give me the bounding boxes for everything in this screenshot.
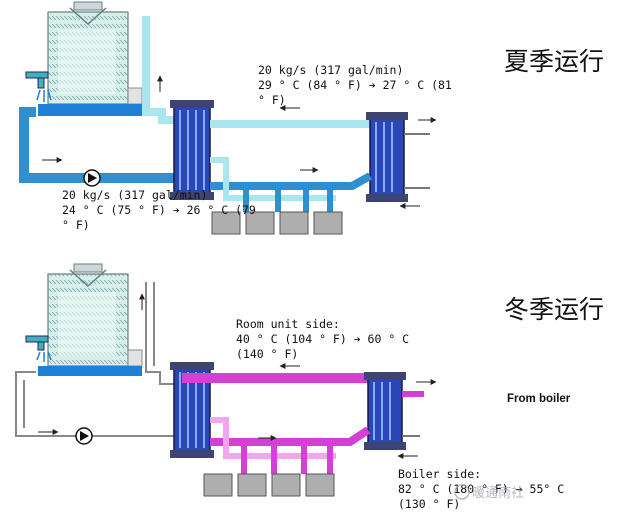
winter-diagram: 冬季运行 Room unit side: 40 ° C (104 ° F) ➔ …	[15, 263, 604, 511]
summer-diagram: 夏季运行 20 kg/s (317 gal/min) 29 ° C (84 ° …	[19, 1, 604, 235]
winter-title: 冬季运行	[504, 295, 604, 324]
flow-left-line3: ° F)	[62, 218, 90, 232]
flow-arrows-summer	[42, 75, 437, 209]
boiler-side-line1: Boiler side:	[398, 467, 481, 481]
pipe-unit-drops-winter	[241, 442, 333, 474]
pump-icon-winter	[75, 427, 93, 445]
from-boiler-label: From boiler	[507, 393, 571, 405]
room-units-winter	[203, 473, 335, 497]
basin-water-winter	[38, 366, 142, 376]
faucet-icon-winter	[25, 335, 52, 362]
pipe-light-pink-lower	[210, 417, 336, 459]
pipe-light-blue-supply	[142, 16, 180, 124]
pipe-pink-lower	[210, 426, 371, 446]
pipe-blue-lower	[210, 172, 372, 190]
cooling-tower-summer	[47, 1, 143, 105]
heat-exchanger-summer-right	[366, 112, 408, 202]
boiler-side-line2: 82 ° C (180 ° F) ➔ 55° C	[398, 482, 564, 496]
flow-arrows-winter	[38, 293, 437, 459]
room-unit-line3: (140 ° F)	[236, 347, 298, 361]
pump-icon-summer	[83, 169, 101, 187]
basin-water-summer	[38, 104, 142, 116]
room-unit-line2: 40 ° C (104 ° F) ➔ 60 ° C	[236, 332, 409, 346]
room-units-summer	[211, 211, 343, 235]
flow-right-line2: 29 ° C (84 ° F) ➔ 27 ° C (81	[258, 78, 452, 92]
boiler-side-line3: (130 ° F)	[398, 497, 460, 511]
heat-exchanger-winter-right	[364, 372, 406, 450]
faucet-icon	[25, 71, 52, 102]
watermark-text: 暖通南社	[472, 485, 524, 501]
watermark: 暖通南社	[454, 484, 524, 501]
pipe-light-blue-lower	[210, 157, 336, 201]
pipe-idle-supply	[145, 282, 176, 385]
flow-right-line3: ° F)	[258, 93, 286, 107]
heat-exchanger-summer-left	[170, 100, 214, 200]
flow-left-line1: 20 kg/s (317 gal/min)	[62, 188, 207, 202]
cooling-tower-winter	[47, 263, 143, 367]
flow-right-line1: 20 kg/s (317 gal/min)	[258, 63, 403, 77]
room-unit-line1: Room unit side:	[236, 317, 340, 331]
summer-title: 夏季运行	[504, 47, 604, 76]
pipe-unit-drops-summer	[243, 186, 333, 212]
flow-left-line2: 24 ° C (75 ° F) ➔ 26 ° C (79	[62, 203, 256, 217]
pipe-idle-return	[15, 371, 176, 437]
pipe-blue-return	[19, 107, 176, 183]
